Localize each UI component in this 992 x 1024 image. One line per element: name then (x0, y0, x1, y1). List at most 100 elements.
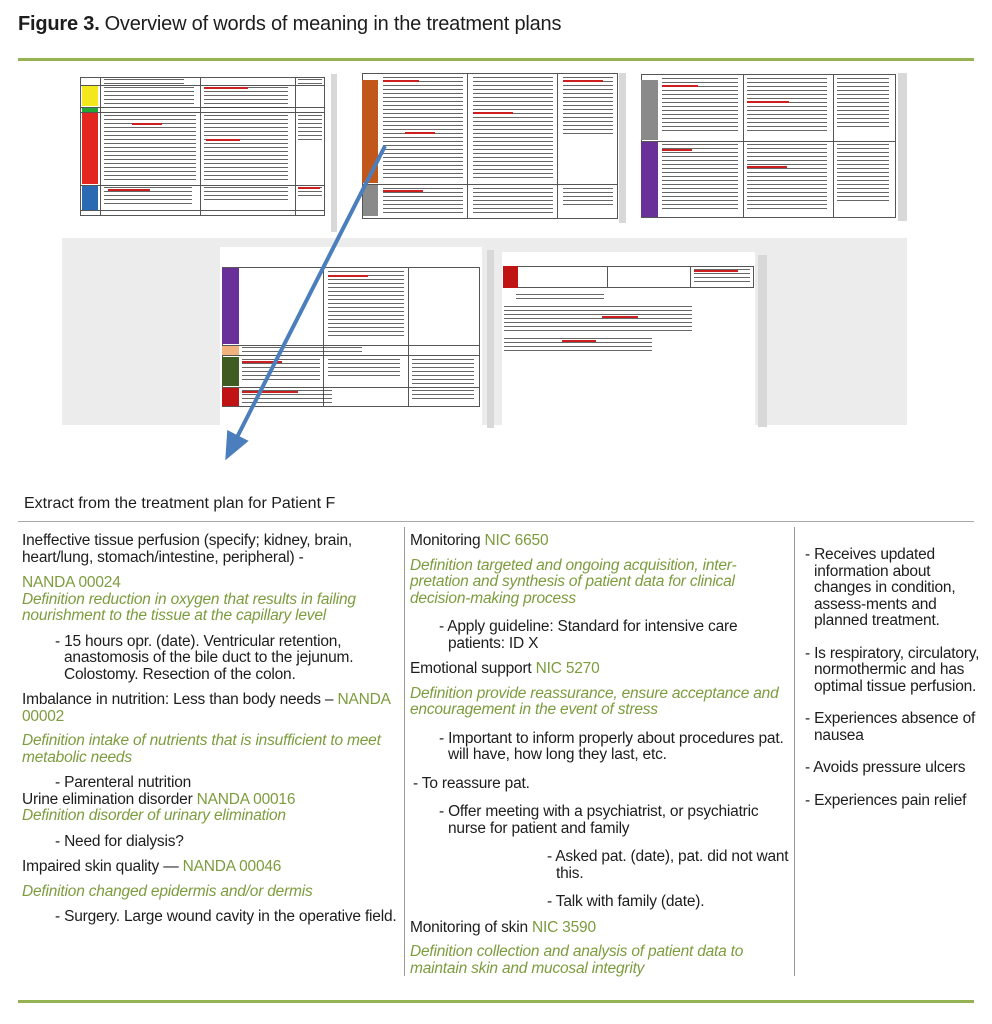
color-block-red (82, 113, 98, 184)
color-block-yellow (82, 86, 98, 106)
mini-table-column-line (690, 266, 691, 288)
mini-text-block (516, 294, 604, 302)
bullet-item: - Avoids pressure ulcers (805, 759, 966, 776)
mini-table-column-line (200, 77, 201, 216)
mini-red-text-bar (328, 275, 368, 277)
mini-text-block (837, 78, 889, 128)
color-block-orange (362, 80, 378, 183)
extract-column-3: - Receives updated information about cha… (800, 527, 982, 809)
mini-text-block (204, 115, 288, 181)
bullet-item: - 15 hours opr. (date). Ventricular rete… (55, 632, 354, 683)
thumbnail-page-4 (220, 247, 482, 429)
diagnosis-line: NANDA 00024 (22, 574, 400, 592)
color-block-dark_red (222, 388, 239, 406)
mini-red-text-bar (747, 166, 787, 168)
mini-table-column-line (607, 266, 608, 288)
definition-text: Definition reduction in oxygen that resu… (22, 590, 356, 624)
bullet-item: - Receives updated information about cha… (805, 546, 956, 629)
bullet-item: - Surgery. Large wound cavity in the ope… (55, 908, 397, 925)
bullet-item: - To reassure pat. (413, 774, 530, 792)
mini-table-row-line (222, 355, 480, 356)
diagnosis-label: Emotional support (410, 660, 536, 677)
page-gap-strip (619, 73, 626, 223)
diagnosis-line: Ineffective tissue perfusion (specify; k… (22, 532, 400, 566)
bullet-item: - Experiences pain relief (805, 791, 967, 809)
mini-text-block (473, 77, 553, 179)
mini-text-block (104, 115, 196, 181)
extract-heading: Extract from the treatment plan for Pati… (24, 495, 336, 512)
top-rule (18, 58, 974, 61)
figure-caption-text: Overview of words of meaning in the trea… (104, 13, 562, 35)
mini-text-block (747, 78, 827, 134)
mini-text-block (242, 347, 362, 353)
mini-text-block (204, 187, 288, 203)
diagnosis-label: Imbalance in nutrition: Less than body n… (22, 691, 338, 708)
mini-text-block (473, 188, 553, 215)
diagnosis-label: Urine elimination disorder (22, 790, 197, 808)
mini-text-block (104, 79, 184, 84)
mini-table-row-line (222, 387, 480, 388)
figure-caption-label: Figure 3. (18, 13, 100, 35)
mini-table-row-line (641, 141, 896, 142)
definition-text: Definition changed epidermis and/or derm… (22, 882, 313, 900)
page-gap-strip (758, 255, 767, 427)
definition-text: Definition provide reassurance, ensure a… (410, 684, 779, 718)
bullet-item: - Parenteral nutrition (55, 774, 192, 791)
mini-table-column-line (295, 77, 296, 216)
code-ref: NANDA 00016 (196, 790, 296, 808)
mini-text-block (328, 359, 400, 379)
mini-red-text-bar (242, 391, 298, 393)
mini-red-text-bar (602, 316, 638, 318)
mini-red-text-bar (383, 190, 423, 192)
diagnosis-line: Monitoring NIC 6650 (410, 532, 790, 550)
mini-text-block (412, 359, 474, 385)
mini-red-text-bar (747, 101, 789, 103)
mini-table-column-line (323, 267, 324, 407)
definition-text: Definition intake of nutrients that is i… (22, 732, 381, 766)
code-ref: NIC 6650 (484, 532, 549, 549)
diagnosis-line: Emotional support NIC 5270 (410, 660, 790, 678)
diagnosis-line: Monitoring of skin NIC 3590 (410, 918, 790, 937)
color-block-blue (82, 186, 98, 210)
pages-panel-background (62, 238, 907, 425)
code-ref: NIC 3590 (531, 918, 596, 936)
mini-table-row-line (80, 185, 325, 186)
mini-red-text-bar (204, 87, 248, 89)
bullet-item: - Apply guideline: Standard for intensiv… (439, 618, 738, 652)
mini-text-block (383, 77, 463, 179)
definition-text: Definition collection and analysis of pa… (410, 943, 744, 977)
diagnosis-label: Impaired skin quality — (22, 858, 183, 875)
bullet-item: - Offer meeting with a psychiatrist, or … (439, 803, 759, 837)
mini-table-column-line (743, 74, 744, 218)
color-block-dark_green (222, 357, 239, 386)
column-divider-1 (404, 527, 405, 976)
mini-table-row-line (80, 112, 325, 113)
treatment-plan-thumbnails (0, 70, 992, 482)
mini-text-block (104, 187, 192, 207)
thumbnail-page-3 (628, 71, 898, 220)
extract-column-1: Ineffective tissue perfusion (specify; k… (22, 527, 400, 926)
color-block-peach (222, 346, 239, 355)
mini-text-block (328, 271, 404, 339)
heading-rule (18, 521, 974, 522)
diagnosis-label: Ineffective tissue perfusion (specify; k… (22, 532, 352, 566)
code-ref: NANDA 00024 (22, 574, 121, 591)
mini-table-row-line (222, 345, 480, 346)
mini-red-text-bar (383, 80, 419, 82)
mini-table-column-line (408, 267, 409, 407)
color-block-green (82, 108, 98, 112)
mini-red-text-bar (563, 80, 603, 82)
mini-text-block (563, 188, 613, 208)
diagnosis-label: Monitoring of skin (410, 918, 532, 936)
bullet-item: - Need for dialysis? (55, 832, 184, 850)
color-block-gray (363, 185, 378, 216)
bottom-rule (18, 1000, 974, 1003)
mini-red-text-bar (242, 361, 282, 363)
mini-red-text-bar (108, 189, 150, 191)
code-ref: NANDA 00002 (22, 691, 390, 725)
mini-text-block (662, 144, 738, 210)
bullet-item: - Important to inform properly about pro… (439, 729, 784, 763)
page-gap-strip (898, 73, 907, 221)
